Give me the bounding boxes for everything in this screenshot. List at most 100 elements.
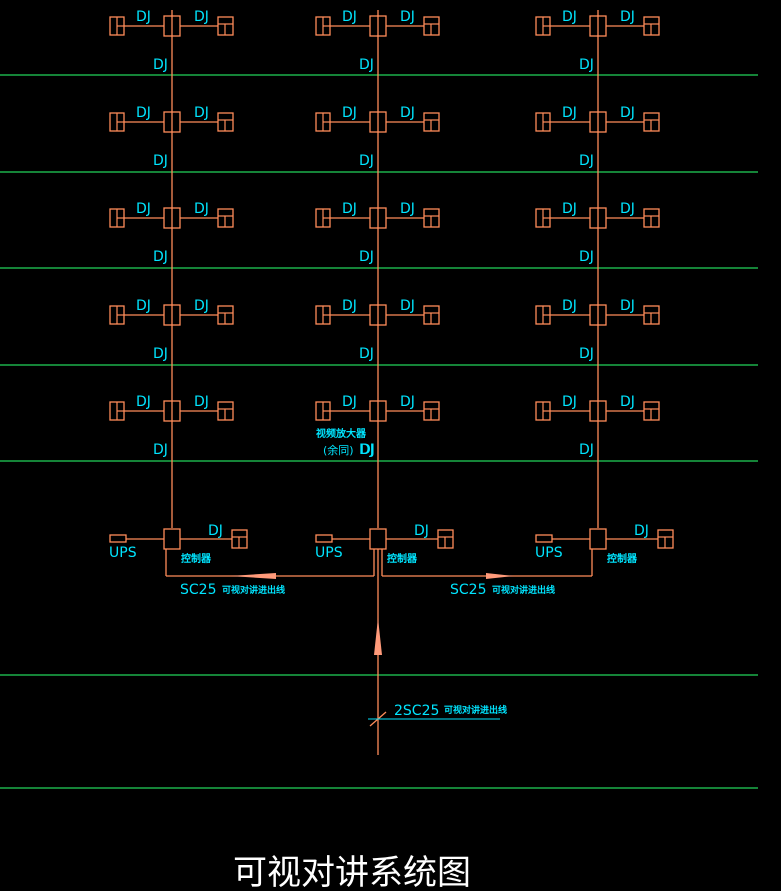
- dj-label: DJ: [153, 57, 168, 73]
- indoor-monitor-icon: [643, 305, 660, 325]
- ups-label: UPS: [535, 545, 563, 561]
- dj-label: DJ: [136, 201, 151, 217]
- dj-label: DJ: [342, 105, 357, 121]
- branch-conduit-label: SC25: [450, 582, 486, 598]
- indoor-monitor-icon: [217, 305, 234, 325]
- dj-label: DJ: [620, 394, 635, 410]
- door-station-icon: [535, 112, 551, 132]
- amplifier-note-label: (余同): [323, 443, 354, 457]
- junction-box: [369, 400, 387, 422]
- junction-box: [589, 111, 607, 133]
- indoor-monitor-icon: [217, 401, 234, 421]
- door-station-icon: [535, 16, 551, 36]
- dj-label: DJ: [153, 249, 168, 265]
- junction-box: [369, 15, 387, 37]
- indoor-monitor-icon: [217, 112, 234, 132]
- door-station-icon: [315, 305, 331, 325]
- indoor-monitor-icon: [643, 112, 660, 132]
- door-station-icon: [109, 305, 125, 325]
- trunk-conduit-label: 2SC25: [394, 703, 439, 719]
- dj-label: DJ: [136, 394, 151, 410]
- junction-box: [589, 207, 607, 229]
- indoor-monitor-icon: [217, 208, 234, 228]
- door-station-icon: [535, 401, 551, 421]
- dj-label: DJ: [400, 105, 415, 121]
- dj-label: DJ: [342, 201, 357, 217]
- device-layer: [109, 15, 674, 655]
- dj-label: DJ: [153, 346, 168, 362]
- dj-label: DJ: [194, 105, 209, 121]
- door-station-icon: [315, 112, 331, 132]
- dj-label: DJ: [579, 249, 594, 265]
- indoor-monitor-icon: [423, 208, 440, 228]
- dj-label: DJ: [562, 201, 577, 217]
- branch-conduit-label: SC25: [180, 582, 216, 598]
- controller-box: [589, 528, 607, 550]
- indoor-monitor-icon: [437, 529, 454, 549]
- arrow-right: [486, 573, 514, 579]
- indoor-monitor-icon: [657, 529, 674, 549]
- arrow-left: [230, 573, 276, 579]
- ups-label: UPS: [109, 545, 137, 561]
- dj-label: DJ: [136, 9, 151, 25]
- junction-box: [163, 15, 181, 37]
- dj-label: DJ: [620, 298, 635, 314]
- door-station-icon: [109, 208, 125, 228]
- dj-label: DJ: [562, 298, 577, 314]
- dj-label: DJ: [620, 201, 635, 217]
- dj-label: DJ: [414, 523, 429, 539]
- door-station-icon: [535, 305, 551, 325]
- amplifier-label: 视频放大器: [316, 427, 367, 440]
- dj-label: DJ: [208, 523, 223, 539]
- door-station-icon: [315, 208, 331, 228]
- door-station-icon: [109, 112, 125, 132]
- controller-box: [163, 528, 181, 550]
- indoor-monitor-icon: [423, 112, 440, 132]
- dj-label: DJ: [634, 523, 649, 539]
- dj-label: DJ: [359, 346, 374, 362]
- indoor-monitor-icon: [423, 401, 440, 421]
- controller-label: 控制器: [387, 552, 418, 565]
- dj-label: DJ: [342, 298, 357, 314]
- dj-label: DJ: [579, 346, 594, 362]
- indoor-monitor-icon: [643, 16, 660, 36]
- door-station-icon: [109, 401, 125, 421]
- ups-label: UPS: [315, 545, 343, 561]
- dj-label: DJ: [342, 394, 357, 410]
- junction-box: [369, 304, 387, 326]
- dj-label: DJ: [194, 394, 209, 410]
- junction-box: [163, 207, 181, 229]
- dj-label: DJ: [342, 9, 357, 25]
- ups-icon: [315, 534, 333, 543]
- door-station-icon: [315, 401, 331, 421]
- indoor-monitor-icon: [231, 529, 248, 549]
- indoor-monitor-icon: [423, 305, 440, 325]
- floor-lines: [0, 74, 758, 789]
- dj-label: DJ: [562, 9, 577, 25]
- dj-label: DJ: [562, 105, 577, 121]
- branch-note-label: 可视对讲进出线: [492, 584, 555, 596]
- dj-label: DJ: [194, 201, 209, 217]
- dj-label: DJ: [579, 57, 594, 73]
- dj-label: DJ: [579, 153, 594, 169]
- branch-note-label: 可视对讲进出线: [222, 584, 285, 596]
- door-station-icon: [535, 208, 551, 228]
- dj-label: DJ: [400, 394, 415, 410]
- dj-label: DJ: [620, 9, 635, 25]
- dj-label: DJ: [194, 9, 209, 25]
- trunk-note-label: 可视对讲进出线: [444, 704, 507, 716]
- dj-label: DJ: [562, 394, 577, 410]
- dj-label: DJ: [136, 105, 151, 121]
- indoor-monitor-icon: [423, 16, 440, 36]
- label-layer: DJ DJ DJ DJ DJ DJ DJ DJ DJ DJ DJ DJ DJ DJ DJ UPS DJ 控制器 DJ…: [109, 9, 649, 719]
- dj-label: DJ: [153, 442, 168, 458]
- junction-box: [163, 400, 181, 422]
- junction-box: [369, 207, 387, 229]
- wiring-layer: [124, 10, 658, 755]
- indoor-monitor-icon: [643, 401, 660, 421]
- dj-label: DJ: [359, 249, 374, 265]
- dj-label: DJ: [136, 298, 151, 314]
- door-station-icon: [315, 16, 331, 36]
- ups-icon: [109, 534, 127, 543]
